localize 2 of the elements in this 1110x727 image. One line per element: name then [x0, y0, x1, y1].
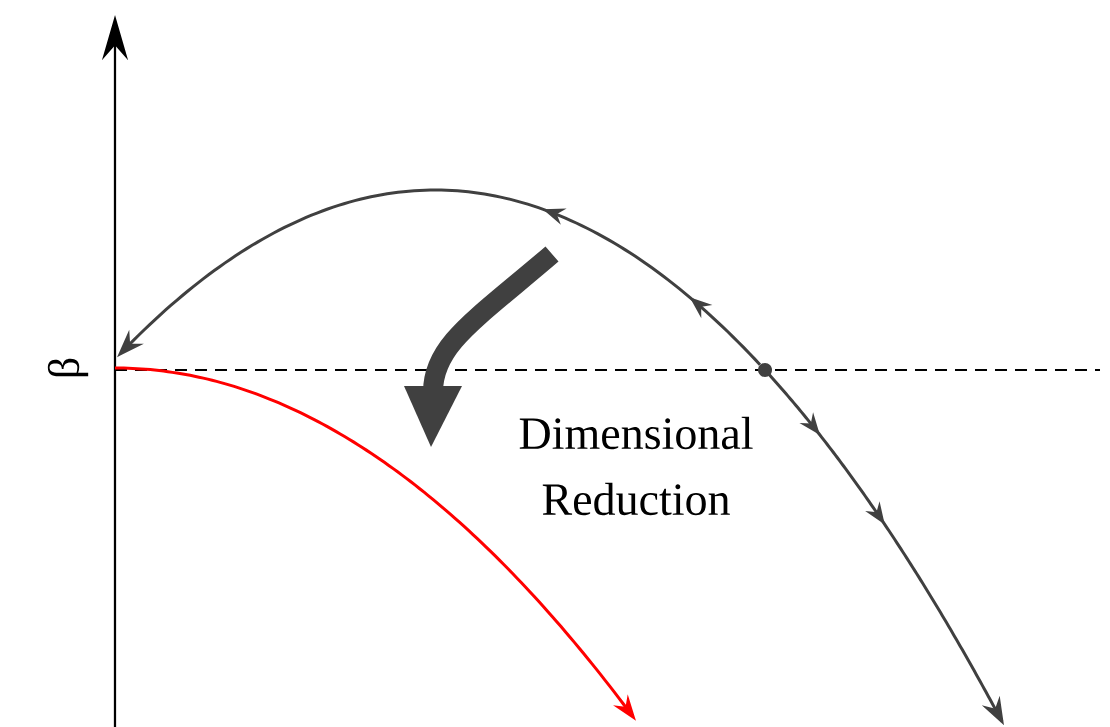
- axis-label: β: [47, 358, 89, 377]
- annotation-text: Dimensional Reduction: [519, 416, 753, 516]
